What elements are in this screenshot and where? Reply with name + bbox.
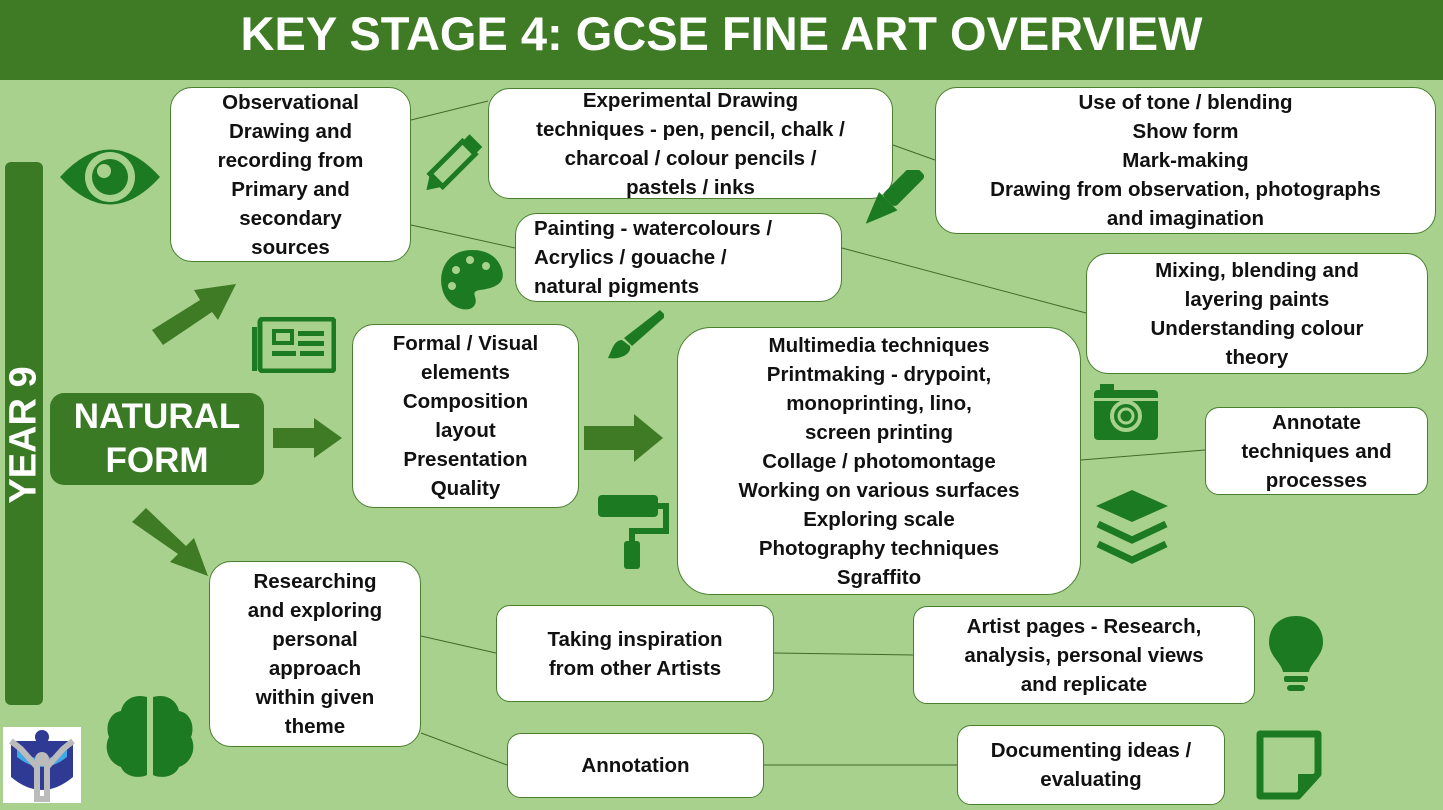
arrow-down-right xyxy=(132,508,208,576)
experimental-box: Experimental Drawing techniques - pen, p… xyxy=(488,88,893,199)
newspaper-icon xyxy=(252,317,336,373)
sticky-note-icon xyxy=(1256,730,1322,800)
arrow-right-2 xyxy=(584,414,663,462)
arrow-up-right xyxy=(152,284,236,345)
pen-nib-icon xyxy=(866,170,925,224)
lightbulb-icon xyxy=(1269,616,1323,691)
formal-box: Formal / Visual elements Composition lay… xyxy=(352,324,579,508)
palette-icon xyxy=(441,250,503,310)
pencil-icon xyxy=(426,134,483,191)
year-label: YEAR 9 xyxy=(2,366,45,504)
inspiration-box: Taking inspiration from other Artists xyxy=(496,605,774,702)
eye-icon xyxy=(60,149,160,205)
paint-roller-icon xyxy=(598,495,669,569)
year-bar xyxy=(5,162,43,705)
painting-box: Painting - watercolours / Acrylics / gou… xyxy=(515,213,842,302)
researching-box: Researching and exploring personal appro… xyxy=(209,561,421,747)
observational-box: Observational Drawing and recording from… xyxy=(170,87,411,262)
mixing-box: Mixing, blending and layering paints Und… xyxy=(1086,253,1428,374)
school-logo xyxy=(3,727,81,803)
layers-icon xyxy=(1096,490,1168,564)
arrow-right-1 xyxy=(273,418,342,458)
brush-icon xyxy=(608,310,664,359)
brain-icon xyxy=(106,695,194,777)
artist-pages-box: Artist pages - Research, analysis, perso… xyxy=(913,606,1255,704)
page-title: KEY STAGE 4: GCSE FINE ART OVERVIEW xyxy=(0,0,1443,80)
tone-box: Use of tone / blending Show form Mark-ma… xyxy=(935,87,1436,234)
theme-box: NATURAL FORM xyxy=(50,393,264,485)
camera-icon xyxy=(1094,384,1158,440)
multimedia-box: Multimedia techniques Printmaking - dryp… xyxy=(677,327,1081,595)
documenting-box: Documenting ideas / evaluating xyxy=(957,725,1225,805)
annotation-box: Annotation xyxy=(507,733,764,798)
annotate-box: Annotate techniques and processes xyxy=(1205,407,1428,495)
